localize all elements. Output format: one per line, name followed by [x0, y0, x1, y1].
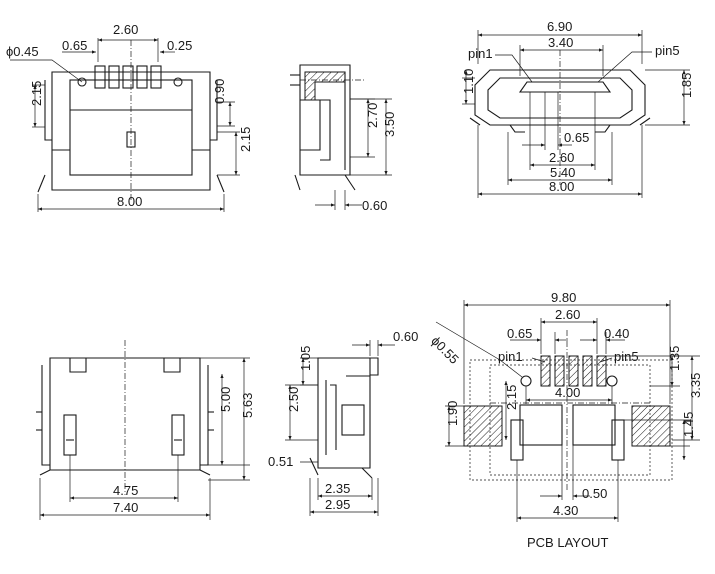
pcb-layout: 9.80 2.60 0.65 0.40 ϕ0.55 pin1 pin5 1.35…: [428, 290, 703, 550]
dim-1-35: 1.35: [667, 346, 682, 371]
dim-4-30: 4.30: [553, 503, 578, 518]
dim-2-50: 2.50: [286, 387, 301, 412]
dim-0-51: 0.51: [268, 454, 293, 469]
side-view-2: 0.60 1.05 2.50 0.51 2.35 2.95: [268, 329, 418, 516]
dim-4-75: 4.75: [113, 483, 138, 498]
dim-2-15-pcb: 2.15: [504, 385, 519, 410]
dim-phi-0-45: ϕ0.45: [6, 44, 39, 59]
dim-3-35: 3.35: [688, 373, 703, 398]
dim-0-60: 0.60: [362, 198, 387, 213]
dim-2-60-pcb: 2.60: [555, 307, 580, 322]
dim-2-60-end: 2.60: [549, 150, 574, 165]
dim-1-10: 1.10: [461, 69, 476, 94]
dim-2-15-right: 2.15: [238, 127, 253, 152]
dim-1-45: 1.45: [681, 412, 696, 437]
dim-6-90: 6.90: [547, 19, 572, 34]
dim-0-65-end: 0.65: [564, 130, 589, 145]
dim-0-90: 0.90: [212, 79, 227, 104]
dim-8-00-end: 8.00: [549, 179, 574, 194]
dim-0-50: 0.50: [582, 486, 607, 501]
front-view: 2.60 0.65 0.25 ϕ0.45 2.15 0.90 2.15 8.00: [6, 22, 253, 212]
dim-0-60-side2: 0.60: [393, 329, 418, 344]
dim-7-40: 7.40: [113, 500, 138, 515]
dim-9-80: 9.80: [551, 290, 576, 305]
dim-0-40: 0.40: [604, 326, 629, 341]
pcb-layout-caption: PCB LAYOUT: [527, 535, 608, 550]
end-view: 6.90 3.40 pin1 pin5 1.10 1.85 0.65 2.60 …: [461, 19, 694, 198]
dim-0-25: 0.25: [167, 38, 192, 53]
dim-3-50: 3.50: [382, 112, 397, 137]
bottom-view: 5.00 5.63 4.75 7.40: [36, 340, 255, 520]
pin5-label-top: pin5: [655, 43, 680, 58]
dim-4-00: 4.00: [555, 385, 580, 400]
dim-2-60: 2.60: [113, 22, 138, 37]
dim-5-40: 5.40: [550, 165, 575, 180]
dim-2-95: 2.95: [325, 497, 350, 512]
dim-0-65-pcb: 0.65: [507, 326, 532, 341]
dim-2-70: 2.70: [365, 103, 380, 128]
dim-1-90: 1.90: [445, 401, 460, 426]
dim-phi-0-55: ϕ0.55: [428, 333, 462, 367]
pin1-label-top: pin1: [468, 46, 493, 61]
dim-3-40: 3.40: [548, 35, 573, 50]
dim-5-63: 5.63: [240, 393, 255, 418]
dim-1-05: 1.05: [298, 346, 313, 371]
dim-0-65: 0.65: [62, 38, 87, 53]
pin5-label-pcb: pin5: [614, 349, 639, 364]
side-view: 2.70 3.50 0.60: [290, 64, 397, 213]
dim-5-00: 5.00: [218, 387, 233, 412]
pin1-label-pcb: pin1: [498, 349, 523, 364]
dim-8-00: 8.00: [117, 194, 142, 209]
dim-2-35: 2.35: [325, 481, 350, 496]
dim-1-85: 1.85: [679, 73, 694, 98]
dim-2-15-left: 2.15: [29, 81, 44, 106]
